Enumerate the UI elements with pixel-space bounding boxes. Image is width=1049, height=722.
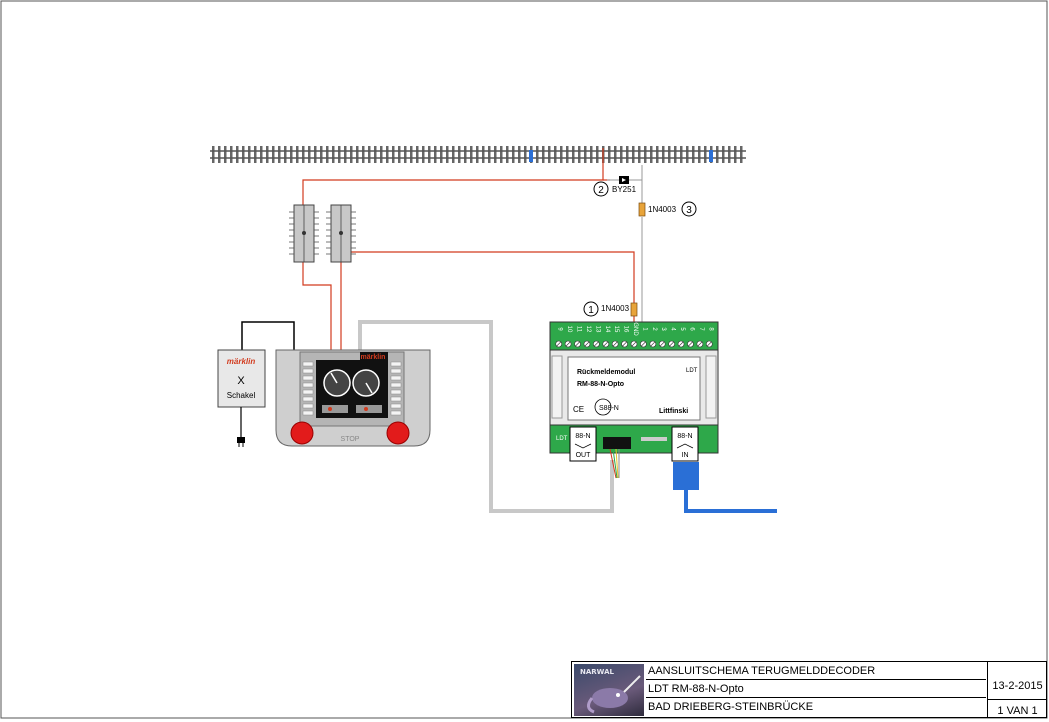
marker-1-circle — [583, 301, 599, 317]
terminal-label: 7 — [698, 327, 704, 331]
label-1n4003-3: 1N4003 — [648, 205, 677, 214]
label-1n4003-1: 1N4003 — [601, 304, 630, 313]
terminal-label: 3 — [660, 327, 666, 331]
track-connector-left — [293, 204, 315, 263]
switch-symbol: X — [237, 375, 245, 387]
drawing-location: BAD DRIEBERG-STEINBRÜCKE — [648, 701, 814, 713]
module-title: Rückmeldemodul — [577, 369, 635, 376]
red-wires — [302, 148, 635, 350]
gray-cable — [358, 320, 614, 513]
switch-brand: märklin — [227, 357, 256, 366]
module-bus: S88-N — [599, 405, 619, 412]
terminal-label: 11 — [576, 326, 582, 333]
stop-button-right — [386, 421, 410, 445]
drawing-subtitle: LDT RM-88-N-Opto — [646, 680, 986, 698]
diode-bypass — [619, 176, 629, 184]
terminal-label: 8 — [707, 327, 713, 331]
marker-1: 1 — [588, 305, 594, 316]
terminal-label: 14 — [604, 326, 610, 333]
module-ldt-logo: LDT — [686, 368, 698, 374]
terminal-label: 2 — [651, 327, 657, 331]
terminal-label: 1 — [641, 327, 647, 331]
marker-2: 2 — [598, 185, 604, 196]
stop-button-left — [290, 421, 314, 445]
blue-s88-cable — [673, 462, 777, 513]
drawing-date: 13-2-2015 — [987, 662, 1047, 700]
drawing-title: AANSLUITSCHEMA TERUGMELDDECODER — [646, 662, 986, 680]
switch-name: Schakel — [227, 391, 256, 400]
module-ldt-small: LDT — [556, 436, 568, 442]
terminal-label: 16 — [623, 326, 629, 333]
terminal-label: GND — [632, 322, 638, 336]
track-insulator-right — [709, 150, 713, 162]
track — [210, 146, 746, 163]
track-connector-right — [330, 204, 352, 263]
marker-3: 3 — [686, 205, 692, 216]
terminal-label: 12 — [585, 326, 591, 333]
terminal-label: 10 — [566, 326, 572, 333]
marker-3-circle — [681, 201, 697, 217]
out-cable-wires — [609, 448, 620, 479]
controller-brand: märklin — [361, 354, 386, 361]
diode-1n4003-3 — [638, 202, 646, 217]
terminal-label: 13 — [594, 326, 600, 333]
terminal-label: 4 — [670, 327, 676, 331]
port-in-top: 88-N — [677, 433, 692, 440]
logo-text: NARWAL — [580, 668, 614, 676]
port-in: 88-N IN — [671, 426, 699, 462]
terminal-label: 6 — [688, 327, 694, 331]
switch-box: märklin X Schakel — [217, 321, 295, 447]
programming-header — [603, 437, 631, 449]
port-in-bottom: IN — [682, 452, 689, 459]
terminal-label: 5 — [679, 327, 685, 331]
marklin-controller: märklin STOP — [275, 349, 431, 447]
port-out-top: 88-N — [575, 433, 590, 440]
module-maker: Littfinski — [659, 408, 688, 415]
terminal-label: 15 — [613, 326, 619, 333]
title-block: NARWAL AANSLUITSCHEMA TERUGMELDDECODER L… — [571, 661, 1047, 718]
module-ce: CE — [573, 405, 584, 414]
diode-1n4003-1 — [630, 302, 638, 317]
terminal-label: 9 — [557, 327, 563, 331]
drawing-sheet: 1 VAN 1 — [987, 700, 1047, 717]
module-model: RM-88-N-Opto — [577, 381, 624, 388]
marker-2-circle — [593, 181, 609, 197]
label-by251: BY251 — [612, 185, 637, 194]
narwal-logo: NARWAL — [574, 664, 644, 716]
port-out-bottom: OUT — [576, 452, 592, 459]
track-insulator-left — [529, 150, 533, 162]
port-out: 88-N OUT — [569, 426, 597, 462]
controller-stop: STOP — [341, 436, 360, 443]
